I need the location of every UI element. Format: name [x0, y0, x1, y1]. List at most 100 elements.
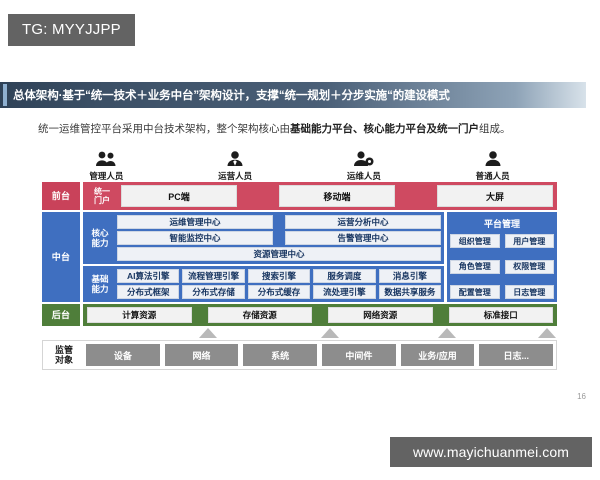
- two-people-icon: [95, 151, 117, 169]
- supervise-network[interactable]: 网络: [164, 344, 239, 366]
- subtitle-tail: 组成。: [479, 123, 511, 135]
- subtitle-lead: 统一运维管控平台采用中台技术架构，整个架构核心由: [38, 123, 290, 135]
- base-capability-block: 基础 能力 AI算法引擎 流程管理引擎 搜索引擎 服务调度 消息引擎 分布式框架: [83, 266, 444, 302]
- channel-pc[interactable]: PC端: [121, 185, 237, 207]
- portal-label-line1: 统一: [94, 186, 110, 196]
- base-ai-engine[interactable]: AI算法引擎: [117, 269, 180, 283]
- front-label-line1: 前: [51, 191, 61, 201]
- platform-row-1: 组织管理 用户管理: [450, 234, 554, 248]
- supervise-business-app[interactable]: 业务/应用: [400, 344, 475, 366]
- core-alarm-management-center[interactable]: 告警管理中心: [285, 231, 441, 245]
- front-label-line2: 台: [61, 191, 71, 201]
- person-tie-icon: [226, 151, 244, 169]
- front-band: 前 台 统一 门户 PC端 移动端 大屏: [42, 182, 557, 210]
- persona-general: 普通人员: [428, 140, 557, 182]
- platform-management-grid: 组织管理 用户管理 角色管理 权限管理 配置管理 日志管理: [450, 234, 554, 299]
- platform-row-3: 配置管理 日志管理: [450, 285, 554, 299]
- front-band-body: 统一 门户 PC端 移动端 大屏: [83, 182, 557, 210]
- supervise-device[interactable]: 设备: [86, 344, 160, 366]
- tg-tag: TG: MYYJJPP: [8, 14, 135, 46]
- supervise-label-line2: 对象: [54, 355, 73, 365]
- person-gear-icon: [353, 151, 375, 169]
- persona-row: 管理人员 运营人员 运维人员: [42, 140, 557, 182]
- up-arrow-icon: [538, 328, 556, 338]
- base-distributed-cache[interactable]: 分布式缓存: [247, 285, 311, 299]
- core-row2-gap: [276, 231, 282, 245]
- core-resource-management-center[interactable]: 资源管理中心: [117, 247, 441, 261]
- platform-log-management[interactable]: 日志管理: [504, 285, 554, 299]
- front-band-label: 前 台: [42, 182, 80, 210]
- persona-label: 运营人员: [218, 171, 253, 181]
- base-stream-processing-engine[interactable]: 流处理引擎: [313, 285, 376, 299]
- base-distributed-storage[interactable]: 分布式存储: [182, 285, 245, 299]
- back-label-line2: 台: [61, 310, 71, 320]
- platform-config-management[interactable]: 配置管理: [450, 285, 500, 299]
- middle-label-line1: 中: [51, 252, 61, 262]
- middle-band-body: 核心 能力 运维管理中心 运营分析中心 智能监控中心 告警管理中心: [83, 212, 557, 302]
- middle-band-label: 中 台: [42, 212, 80, 302]
- platform-user-management[interactable]: 用户管理: [504, 234, 554, 248]
- middle-main-column: 核心 能力 运维管理中心 运营分析中心 智能监控中心 告警管理中心: [83, 212, 444, 302]
- portal-label-line2: 门户: [94, 196, 110, 205]
- core-smart-monitoring-center[interactable]: 智能监控中心: [117, 231, 273, 245]
- watermark-label: www.mayichuanmei.com: [412, 444, 570, 460]
- base-distributed-framework[interactable]: 分布式框架: [117, 285, 180, 299]
- core-row-2: 智能监控中心 告警管理中心: [117, 231, 441, 245]
- subtitle-strong: 基础能力平台、核心能力平台及统一门户: [290, 123, 479, 135]
- core-capability-label: 核心 能力: [86, 215, 114, 261]
- core-row-1: 运维管理中心 运营分析中心: [117, 215, 441, 229]
- supervise-log[interactable]: 日志...: [479, 344, 554, 366]
- back-label-line1: 后: [51, 310, 61, 320]
- back-band-body: 计算资源 存储资源 网络资源 标准接口: [83, 304, 557, 326]
- resource-storage[interactable]: 存储资源: [207, 307, 312, 323]
- middle-band: 中 台 核心 能力 运维管理中心 运营分析中心: [42, 212, 557, 302]
- supervise-label: 监管 对象: [46, 344, 82, 366]
- supervise-cells: 设备 网络 系统 中间件 业务/应用 日志...: [86, 344, 554, 366]
- core-label-line1: 核心: [91, 228, 109, 238]
- platform-permission-management[interactable]: 权限管理: [504, 259, 554, 274]
- title-accent-bar: [3, 84, 7, 106]
- back-band-label: 后 台: [42, 304, 80, 326]
- base-label-line1: 基础: [91, 274, 109, 284]
- base-row-1: AI算法引擎 流程管理引擎 搜索引擎 服务调度 消息引擎: [117, 269, 442, 283]
- up-arrow-icon: [438, 328, 456, 338]
- platform-management-title: 平台管理: [483, 219, 520, 229]
- platform-org-management[interactable]: 组织管理: [450, 234, 500, 248]
- base-message-engine[interactable]: 消息引擎: [378, 269, 442, 283]
- core-capability-block: 核心 能力 运维管理中心 运营分析中心 智能监控中心 告警管理中心: [83, 212, 444, 264]
- persona-operator: 运营人员: [171, 140, 300, 182]
- core-row-3: 资源管理中心: [117, 247, 441, 261]
- persona-label: 运维人员: [346, 171, 381, 181]
- channel-mobile[interactable]: 移动端: [279, 185, 395, 207]
- platform-row-2: 角色管理 权限管理: [450, 259, 554, 274]
- resource-compute[interactable]: 计算资源: [87, 307, 192, 323]
- base-data-sharing-service[interactable]: 数据共享服务: [378, 285, 442, 299]
- supervise-system[interactable]: 系统: [243, 344, 318, 366]
- base-process-engine[interactable]: 流程管理引擎: [182, 269, 245, 283]
- page-title: 总体架构·基于“统一技术＋业务中台”架构设计，支撑“统一规划＋分步实施“的建设模…: [13, 90, 450, 102]
- arrow-row: [83, 326, 557, 340]
- core-row1-gap: [276, 215, 282, 229]
- slide-title-banner: 总体架构·基于“统一技术＋业务中台”架构设计，支撑“统一规划＋分步实施“的建设模…: [0, 82, 586, 108]
- base-search-engine[interactable]: 搜索引擎: [247, 269, 311, 283]
- supervise-band: 监管 对象 设备 网络 系统 中间件 业务/应用 日志...: [42, 340, 557, 370]
- core-label-line2: 能力: [91, 238, 109, 248]
- base-label-line2: 能力: [91, 284, 109, 294]
- supervise-middleware[interactable]: 中间件: [322, 344, 396, 366]
- supervise-label-line1: 监管: [54, 345, 73, 355]
- page-number: 16: [577, 392, 586, 401]
- person-plain-icon: [484, 151, 502, 169]
- platform-role-management[interactable]: 角色管理: [450, 259, 500, 274]
- base-row-2: 分布式框架 分布式存储 分布式缓存 流处理引擎 数据共享服务: [117, 285, 442, 299]
- base-service-scheduling[interactable]: 服务调度: [313, 269, 376, 283]
- up-arrow-icon: [199, 328, 217, 338]
- core-ops-management-center[interactable]: 运维管理中心: [117, 215, 273, 229]
- core-capability-grid: 运维管理中心 运营分析中心 智能监控中心 告警管理中心 资源管理中心: [117, 215, 441, 261]
- channel-bigscreen[interactable]: 大屏: [437, 185, 553, 207]
- portal-label: 统一 门户: [87, 187, 117, 206]
- core-operation-analysis-center[interactable]: 运营分析中心: [285, 215, 441, 229]
- persona-devops: 运维人员: [300, 140, 429, 182]
- resource-network[interactable]: 网络资源: [328, 307, 433, 323]
- resource-standard-interface[interactable]: 标准接口: [448, 307, 553, 323]
- persona-manager: 管理人员: [42, 140, 171, 182]
